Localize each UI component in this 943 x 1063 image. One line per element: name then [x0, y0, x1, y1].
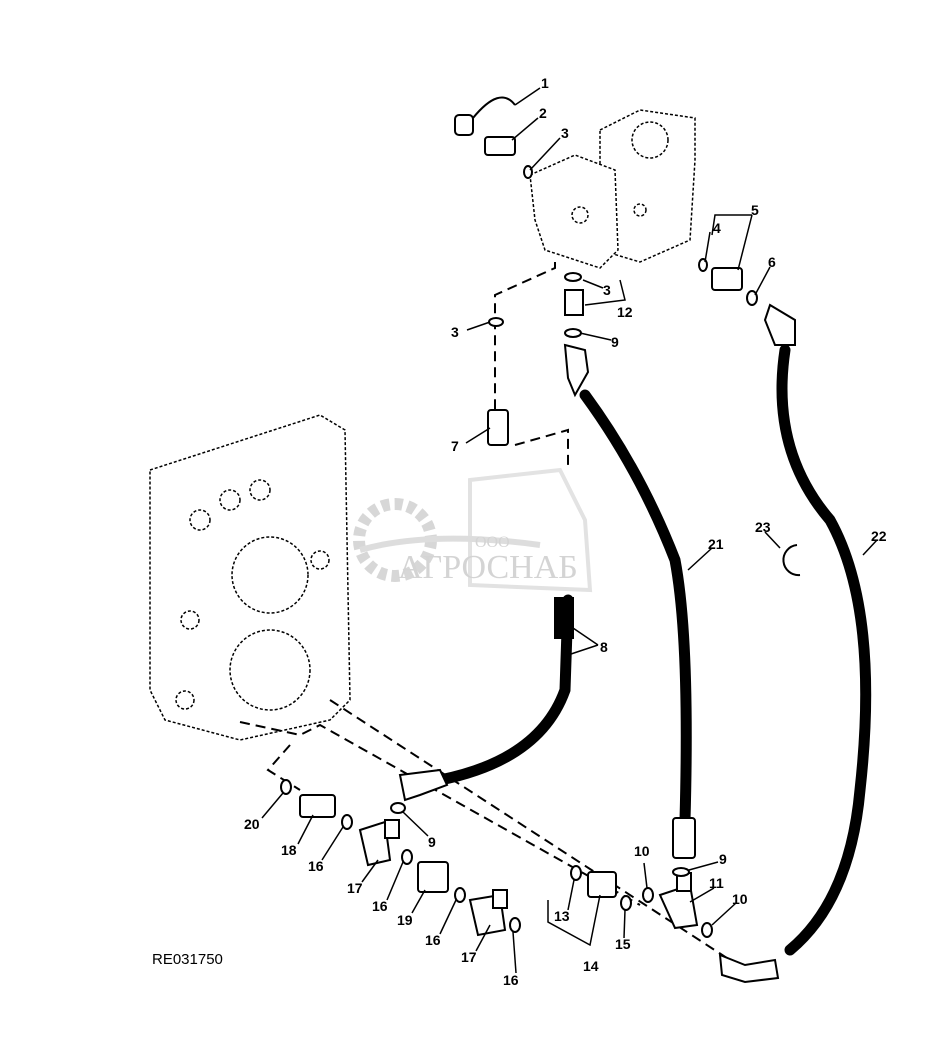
fittings [280, 96, 801, 938]
watermark-name: АГРОСНАБ [398, 549, 578, 586]
callout-9c: 9 [719, 851, 727, 867]
callout-5: 5 [751, 202, 759, 218]
hose-21 [579, 389, 692, 826]
callout-7: 7 [451, 438, 459, 454]
callout-11: 11 [709, 875, 724, 891]
callout-10: 10 [634, 843, 650, 859]
dashed-lines [239, 262, 731, 961]
callout-9: 9 [611, 334, 619, 350]
callout-6: 6 [768, 254, 776, 270]
callout-19: 19 [397, 912, 413, 928]
callout-13: 13 [554, 908, 570, 924]
valve-housing [149, 414, 351, 741]
watermark-logo: ООО АГРОСНАБ [353, 467, 593, 593]
callout-3b: 3 [603, 282, 611, 298]
callout-14: 14 [583, 958, 599, 974]
leader-lines [261, 87, 878, 974]
callout-21: 21 [708, 536, 724, 552]
callout-3: 3 [561, 125, 569, 141]
callout-2: 2 [539, 105, 547, 121]
callout-16d: 16 [503, 972, 519, 988]
hoses [434, 344, 872, 956]
callout-12: 12 [617, 304, 633, 320]
callout-10b: 10 [732, 891, 748, 907]
watermark-prefix: ООО [475, 534, 510, 551]
callout-23: 23 [755, 519, 771, 535]
callout-17b: 17 [461, 949, 477, 965]
reference-code: RE031750 [152, 951, 223, 968]
callout-1: 1 [541, 75, 549, 91]
callouts: 1 2 3 4 5 6 3 12 3 9 7 21 23 22 8 20 18 … [152, 75, 887, 988]
callout-22: 22 [871, 528, 887, 544]
callout-16c: 16 [425, 932, 441, 948]
callout-8: 8 [600, 639, 608, 655]
callout-16: 16 [308, 858, 324, 874]
callout-3c: 3 [451, 324, 459, 340]
callout-18: 18 [281, 842, 297, 858]
callout-20: 20 [244, 816, 260, 832]
hose-22 [776, 344, 872, 956]
callout-9b: 9 [428, 834, 436, 850]
callout-4: 4 [713, 220, 721, 236]
hose-8 [434, 594, 574, 786]
callout-15: 15 [615, 936, 631, 952]
hose-fittings [398, 303, 796, 984]
callout-16b: 16 [372, 898, 388, 914]
callout-17: 17 [347, 880, 363, 896]
steering-valve [529, 109, 696, 269]
